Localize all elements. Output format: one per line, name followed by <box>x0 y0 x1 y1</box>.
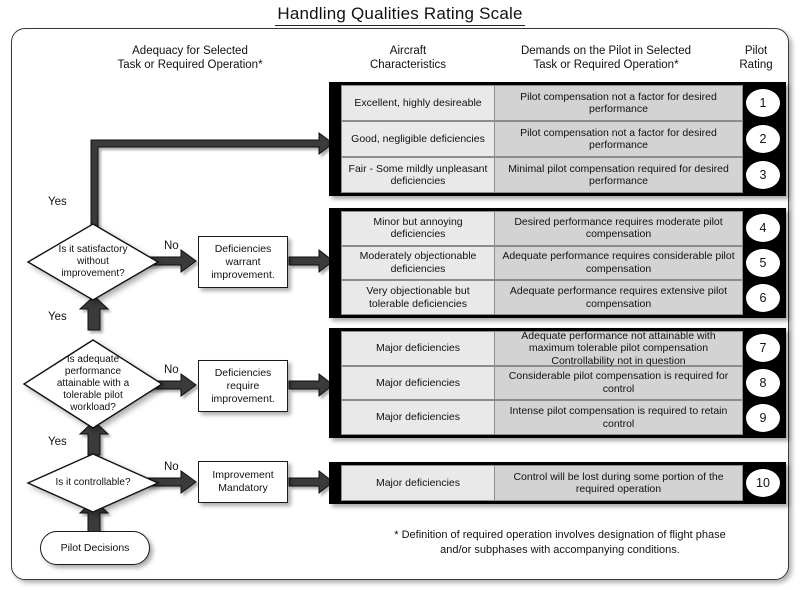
cell-aircraft-characteristics: Major deficiencies <box>341 465 495 501</box>
cell-demands-on-pilot: Considerable pilot compensation is requi… <box>495 365 743 401</box>
table-row: Very objectionable but tolerable deficie… <box>341 280 783 315</box>
footnote-line2: and/or subphases with accompanying condi… <box>440 544 680 556</box>
pilot-decisions-start: Pilot Decisions <box>40 531 150 565</box>
flow-label-yes: Yes <box>48 311 67 323</box>
flow-label-no: No <box>164 364 179 376</box>
status-badge: 7 <box>746 334 780 363</box>
process-mandatory: Improvement Mandatory <box>198 461 288 503</box>
diamond-shape-icon <box>22 339 164 429</box>
status-badge: 5 <box>746 248 780 277</box>
column-header-rating-line2: Rating <box>739 59 773 71</box>
decision-adequate-performance: Is adequate performance attainable with … <box>22 338 164 430</box>
column-header-demands-line1: Demands on the Pilot in Selected <box>520 45 692 57</box>
flow-label-no: No <box>164 240 179 252</box>
status-badge: 10 <box>746 469 780 497</box>
flow-label-no: No <box>164 461 179 473</box>
column-header-aircraft-line2: Characteristics <box>369 59 447 71</box>
diamond-shape-icon <box>26 453 160 513</box>
cell-pilot-rating: 3 <box>743 157 783 193</box>
cell-pilot-rating: 2 <box>743 121 783 157</box>
cell-demands-on-pilot: Adequate performance requires considerab… <box>495 245 743 281</box>
table-row: Major deficiencies Intense pilot compens… <box>341 400 783 435</box>
cell-pilot-rating: 8 <box>743 365 783 401</box>
cell-aircraft-characteristics: Moderately objectionable deficiencies <box>341 245 495 281</box>
column-header-adequacy-line2: Task or Required Operation* <box>117 59 263 71</box>
table-row: Minor but annoying deficiencies Desired … <box>341 211 783 246</box>
status-badge: 6 <box>746 283 780 312</box>
page-title-text: Handling Qualities Rating Scale <box>275 4 525 26</box>
diamond-shape-icon <box>26 223 160 301</box>
cell-aircraft-characteristics: Very objectionable but tolerable deficie… <box>341 280 495 315</box>
rating-group-improvement-mandatory: Major deficiencies Control will be lost … <box>329 462 786 504</box>
status-badge: 9 <box>746 403 780 432</box>
column-header-adequacy: Adequacy for Selected Task or Required O… <box>60 44 320 72</box>
rating-group-deficiencies-require: Major deficiencies Adequate performance … <box>329 328 786 438</box>
decision-adequate-performance-label: Is adequate performance attainable with … <box>56 354 130 413</box>
cell-pilot-rating: 7 <box>743 331 783 366</box>
cell-aircraft-characteristics: Minor but annoying deficiencies <box>341 211 495 246</box>
cell-aircraft-characteristics: Major deficiencies <box>341 365 495 401</box>
cell-pilot-rating: 9 <box>743 400 783 435</box>
process-require: Deficiencies require improvement. <box>198 360 288 412</box>
table-row: Major deficiencies Control will be lost … <box>341 465 783 501</box>
decision-controllable-label: Is it controllable? <box>55 477 131 488</box>
status-badge: 4 <box>746 214 780 243</box>
footnote-line1: * Definition of required operation invol… <box>394 529 726 541</box>
table-row: Major deficiencies Adequate performance … <box>341 330 783 367</box>
rating-group-deficiencies-warrant: Minor but annoying deficiencies Desired … <box>329 208 786 318</box>
footnote: * Definition of required operation invol… <box>355 528 765 558</box>
rating-group-satisfactory: Excellent, highly desireable Pilot compe… <box>329 82 786 196</box>
cell-pilot-rating: 10 <box>743 465 783 501</box>
column-header-aircraft-line1: Aircraft <box>389 45 427 57</box>
decision-satisfactory: Is it satisfactory without improvement? <box>26 222 160 302</box>
page-title: Handling Qualities Rating Scale <box>0 4 800 26</box>
status-badge: 3 <box>746 161 780 189</box>
cell-pilot-rating: 4 <box>743 211 783 246</box>
table-row: Moderately objectionable deficiencies Ad… <box>341 245 783 281</box>
column-header-demands-line2: Task or Required Operation* <box>533 59 679 71</box>
cell-aircraft-characteristics: Good, negligible deficiencies <box>341 121 495 157</box>
cell-demands-on-pilot: Intense pilot compensation is required t… <box>495 400 743 435</box>
decision-controllable: Is it controllable? <box>26 452 160 514</box>
cell-pilot-rating: 1 <box>743 85 783 121</box>
process-warrant: Deficiencies warrant improvement. <box>198 236 288 288</box>
status-badge: 1 <box>746 89 780 117</box>
status-badge: 2 <box>746 125 780 153</box>
table-row: Fair - Some mildly unpleasant deficienci… <box>341 157 783 193</box>
flow-label-yes: Yes <box>48 436 67 448</box>
cell-pilot-rating: 5 <box>743 245 783 281</box>
cell-demands-on-pilot: Pilot compensation not a factor for desi… <box>495 85 743 121</box>
table-row: Major deficiencies Considerable pilot co… <box>341 365 783 401</box>
decision-satisfactory-label: Is it satisfactory without improvement? <box>58 244 128 279</box>
cell-demands-on-pilot: Minimal pilot compensation required for … <box>495 157 743 193</box>
flow-label-yes: Yes <box>48 196 67 208</box>
table-row: Good, negligible deficiencies Pilot comp… <box>341 121 783 157</box>
table-row: Excellent, highly desireable Pilot compe… <box>341 85 783 121</box>
cell-pilot-rating: 6 <box>743 280 783 315</box>
cell-demands-on-pilot: Adequate performance requires extensive … <box>495 280 743 315</box>
column-header-adequacy-line1: Adequacy for Selected <box>132 45 248 57</box>
cell-aircraft-characteristics: Fair - Some mildly unpleasant deficienci… <box>341 157 495 193</box>
cell-aircraft-characteristics: Major deficiencies <box>341 331 495 366</box>
status-badge: 8 <box>746 368 780 397</box>
cell-demands-on-pilot: Desired performance requires moderate pi… <box>495 211 743 246</box>
column-header-demands-on-pilot: Demands on the Pilot in Selected Task or… <box>487 44 725 72</box>
column-header-pilot-rating: Pilot Rating <box>726 44 786 72</box>
cell-aircraft-characteristics: Excellent, highly desireable <box>341 85 495 121</box>
column-header-rating-line1: Pilot <box>744 45 768 57</box>
column-header-aircraft-characteristics: Aircraft Characteristics <box>333 44 483 72</box>
cell-demands-on-pilot: Pilot compensation not a factor for desi… <box>495 121 743 157</box>
cell-demands-on-pilot: Control will be lost during some portion… <box>495 465 743 501</box>
cell-aircraft-characteristics: Major deficiencies <box>341 400 495 435</box>
cell-demands-on-pilot: Adequate performance not attainable with… <box>495 330 743 367</box>
